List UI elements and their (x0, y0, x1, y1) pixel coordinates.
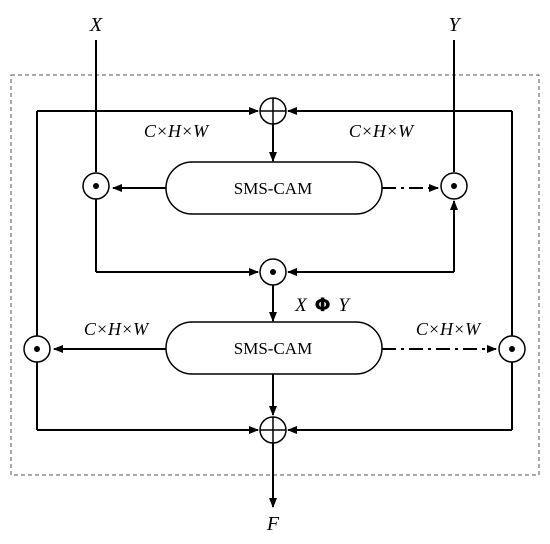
fusion-label: X Φ Y (294, 294, 351, 316)
bottom-sms-cam-label: SMS-CAM (234, 339, 312, 358)
top-left-dim-label: C×H×W (144, 121, 210, 141)
outer-dashed-border (10, 74, 540, 476)
bottom-left-dim-label: C×H×W (84, 319, 150, 339)
fusion-label-x: X (294, 295, 308, 316)
input-y-label: Y (448, 14, 461, 36)
bottom-right-dim-label: C×H×W (416, 319, 482, 339)
fusion-label-y: Y (338, 295, 351, 316)
fusion-label-symbol: Φ (314, 294, 330, 316)
input-x-label: X (89, 14, 103, 36)
output-f-label: F (266, 513, 280, 535)
top-sms-cam-label: SMS-CAM (234, 179, 312, 198)
top-right-dim-label: C×H×W (349, 121, 415, 141)
